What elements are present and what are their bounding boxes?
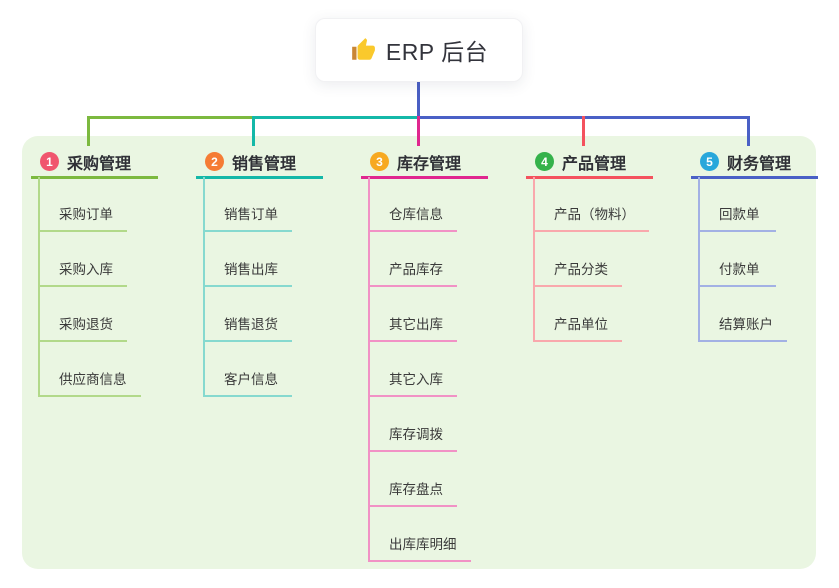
rail-segment-mid	[251, 116, 417, 119]
child-item[interactable]: 采购入库	[40, 232, 127, 287]
branch-children: 产品（物料）产品分类产品单位	[533, 177, 649, 342]
branch-2: 2 销售管理 销售订单销售出库销售退货客户信息	[196, 147, 356, 397]
child-item[interactable]: 采购订单	[40, 177, 127, 232]
branch-number-badge: 1	[40, 152, 59, 171]
thumbs-up-icon	[350, 37, 376, 63]
branch-3: 3 库存管理 仓库信息产品库存其它出库其它入库库存调拨库存盘点出库库明细	[361, 147, 521, 562]
child-item[interactable]: 出库库明细	[370, 507, 471, 562]
branches-panel	[22, 136, 816, 569]
branch-children: 回款单付款单结算账户	[698, 177, 787, 342]
branch-header[interactable]: 2 销售管理	[196, 147, 323, 179]
child-item[interactable]: 销售退货	[205, 287, 292, 342]
child-item[interactable]: 库存调拨	[370, 397, 457, 452]
branch-drop-line-1	[86, 116, 90, 146]
branch-header[interactable]: 1 采购管理	[31, 147, 158, 179]
branch-4: 4 产品管理 产品（物料）产品分类产品单位	[526, 147, 686, 342]
child-item[interactable]: 结算账户	[700, 287, 787, 342]
branch-label: 销售管理	[232, 155, 297, 173]
root-node[interactable]: ERP 后台	[315, 18, 523, 82]
branch-label: 库存管理	[397, 155, 462, 173]
branch-header[interactable]: 5 财务管理	[691, 147, 818, 179]
child-item[interactable]: 产品（物料）	[535, 177, 649, 232]
branch-drop-line-5	[746, 116, 750, 146]
branch-header[interactable]: 3 库存管理	[361, 147, 488, 179]
child-item[interactable]: 仓库信息	[370, 177, 457, 232]
child-item[interactable]: 其它入库	[370, 342, 457, 397]
branch-number-badge: 4	[535, 152, 554, 171]
branch-number-badge: 3	[370, 152, 389, 171]
branch-children: 销售订单销售出库销售退货客户信息	[203, 177, 292, 397]
child-item[interactable]: 客户信息	[205, 342, 292, 397]
branch-number-badge: 5	[700, 152, 719, 171]
child-item[interactable]: 付款单	[700, 232, 776, 287]
root-connector-stub	[416, 82, 420, 116]
branch-label: 产品管理	[562, 155, 627, 173]
branch-header[interactable]: 4 产品管理	[526, 147, 653, 179]
child-item[interactable]: 回款单	[700, 177, 776, 232]
rail-segment-left	[86, 116, 255, 119]
branch-label: 财务管理	[727, 155, 792, 173]
branch-children: 采购订单采购入库采购退货供应商信息	[38, 177, 141, 397]
child-item[interactable]: 销售订单	[205, 177, 292, 232]
root-label: ERP 后台	[385, 39, 489, 65]
child-item[interactable]: 产品单位	[535, 287, 622, 342]
child-item[interactable]: 销售出库	[205, 232, 292, 287]
branch-5: 5 财务管理 回款单付款单结算账户	[691, 147, 839, 342]
branch-drop-line-3	[416, 116, 420, 146]
child-item[interactable]: 产品库存	[370, 232, 457, 287]
branch-drop-line-2	[251, 116, 255, 146]
child-item[interactable]: 采购退货	[40, 287, 127, 342]
branch-children: 仓库信息产品库存其它出库其它入库库存调拨库存盘点出库库明细	[368, 177, 471, 562]
child-item[interactable]: 供应商信息	[40, 342, 141, 397]
branch-drop-line-4	[581, 116, 585, 146]
branch-label: 采购管理	[67, 155, 132, 173]
branch-number-badge: 2	[205, 152, 224, 171]
child-item[interactable]: 库存盘点	[370, 452, 457, 507]
child-item[interactable]: 其它出库	[370, 287, 457, 342]
child-item[interactable]: 产品分类	[535, 232, 622, 287]
branch-1: 1 采购管理 采购订单采购入库采购退货供应商信息	[31, 147, 191, 397]
